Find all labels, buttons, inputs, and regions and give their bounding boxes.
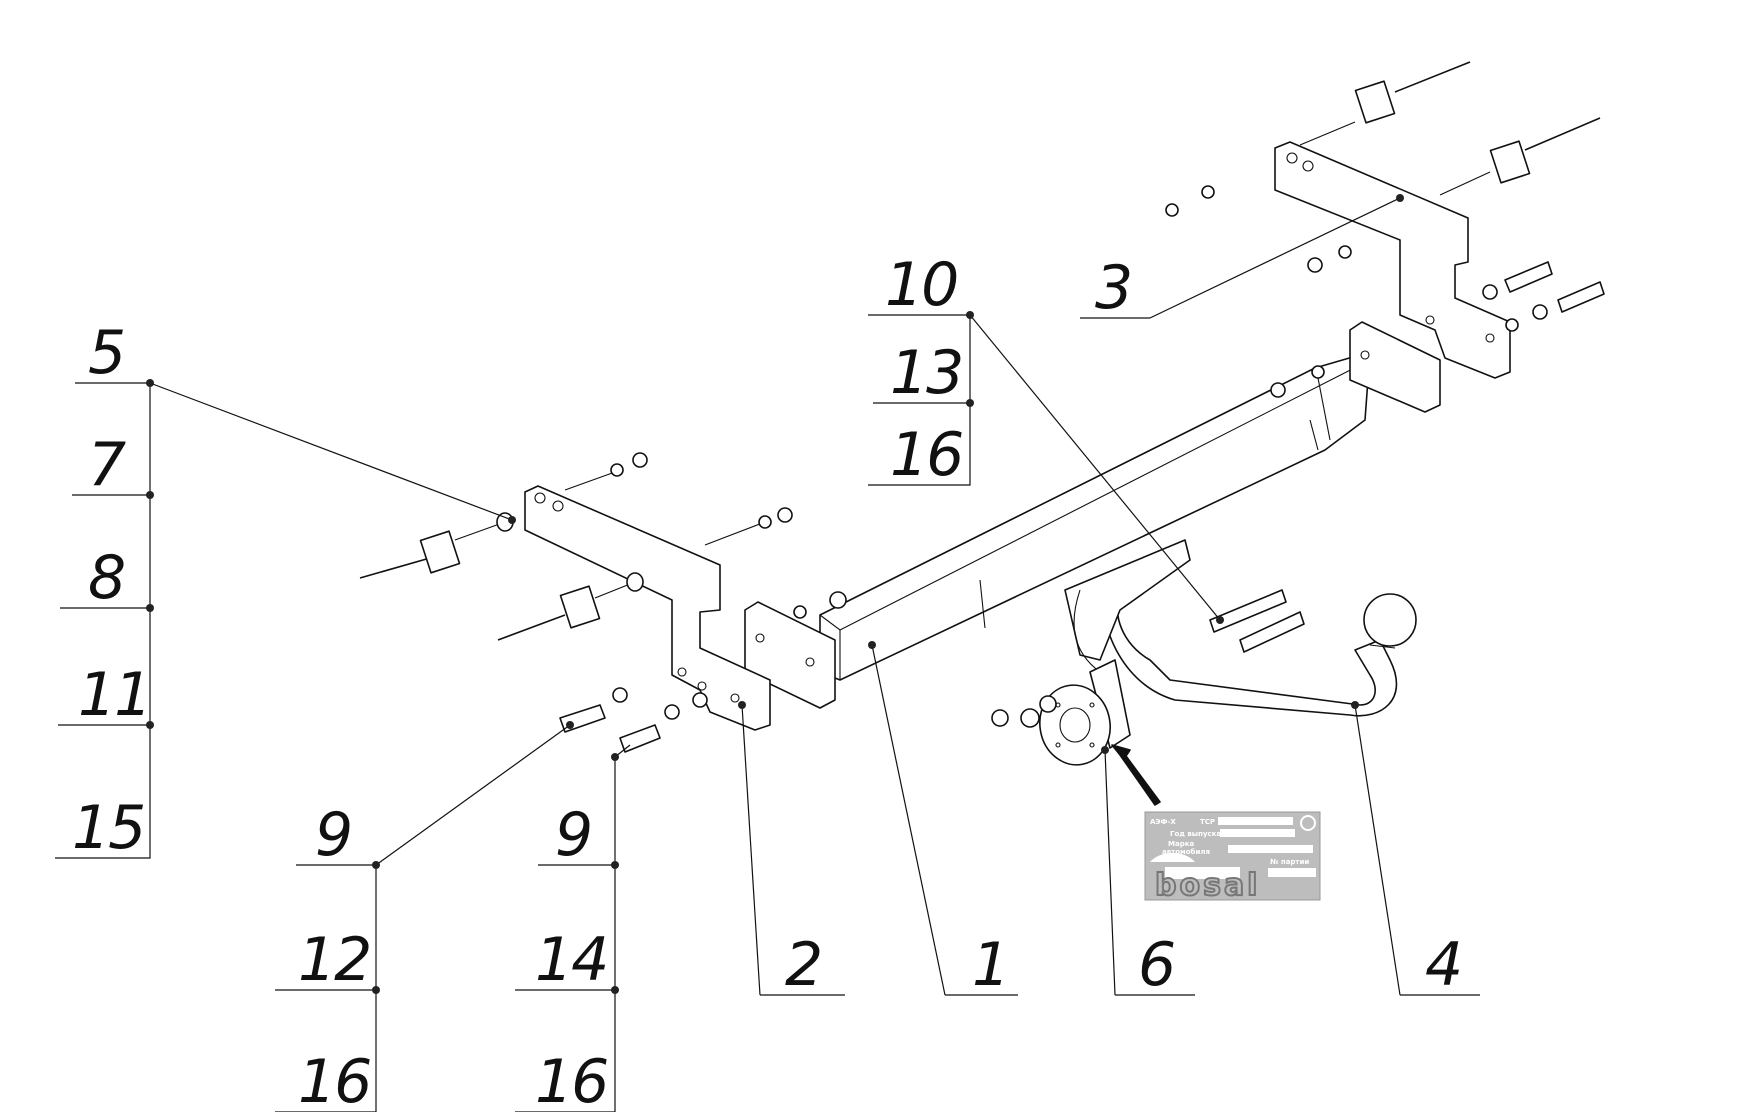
callouts-single: 3 2 1 6 4	[760, 253, 1480, 1000]
plate-label-tsr: ТСР	[1200, 818, 1215, 826]
callout-15: 15	[72, 793, 144, 863]
callout-9-b: 9	[555, 800, 591, 870]
callout-9-a: 9	[315, 800, 351, 870]
callout-1: 1	[972, 930, 1008, 1000]
callout-stack-left: 5 7 8 11 15	[55, 318, 154, 863]
callout-3: 3	[1095, 253, 1131, 323]
identification-plate: АЭФ-Х ТСР Год выпуска Марка автомобиля №…	[1144, 811, 1321, 904]
tow-ball-neck	[1104, 579, 1417, 717]
plate-brand-logo: bosal	[1155, 868, 1260, 903]
callout-stack-b: 9 14 16	[515, 753, 619, 1112]
callout-stack-a: 9 12 16	[275, 800, 380, 1112]
callout-7: 7	[88, 430, 126, 500]
callout-12: 12	[298, 925, 370, 995]
leader-lines	[149, 194, 1404, 996]
callout-16-b: 16	[535, 1047, 607, 1112]
tow-mount-plate	[1064, 539, 1191, 673]
beam-right-endplate	[1349, 321, 1441, 413]
fastener-bolts	[359, 61, 1605, 753]
plate-label-year: Год выпуска	[1170, 830, 1221, 838]
callout-4: 4	[1425, 930, 1461, 1000]
callout-8: 8	[88, 543, 124, 613]
callout-14: 14	[535, 925, 607, 995]
callout-11: 11	[78, 660, 150, 730]
callout-10: 10	[885, 250, 957, 320]
plate-label-vehicle: автомобиля	[1162, 848, 1210, 856]
left-side-bracket	[524, 485, 771, 731]
callout-2: 2	[785, 930, 821, 1000]
callout-6: 6	[1138, 930, 1174, 1000]
plate-label-batch: № партии	[1270, 858, 1309, 866]
plate-label-make: Марка	[1168, 840, 1194, 848]
socket-arrow	[1111, 744, 1161, 806]
callout-13: 13	[890, 338, 962, 408]
callout-5: 5	[88, 318, 124, 388]
plate-label-code: АЭФ-Х	[1150, 818, 1176, 826]
right-side-bracket	[1274, 141, 1511, 379]
socket-plate	[1039, 659, 1131, 766]
callout-stack-top: 10 13 16	[868, 250, 974, 490]
callout-16-top: 16	[890, 420, 962, 490]
callout-16-a: 16	[298, 1047, 370, 1112]
